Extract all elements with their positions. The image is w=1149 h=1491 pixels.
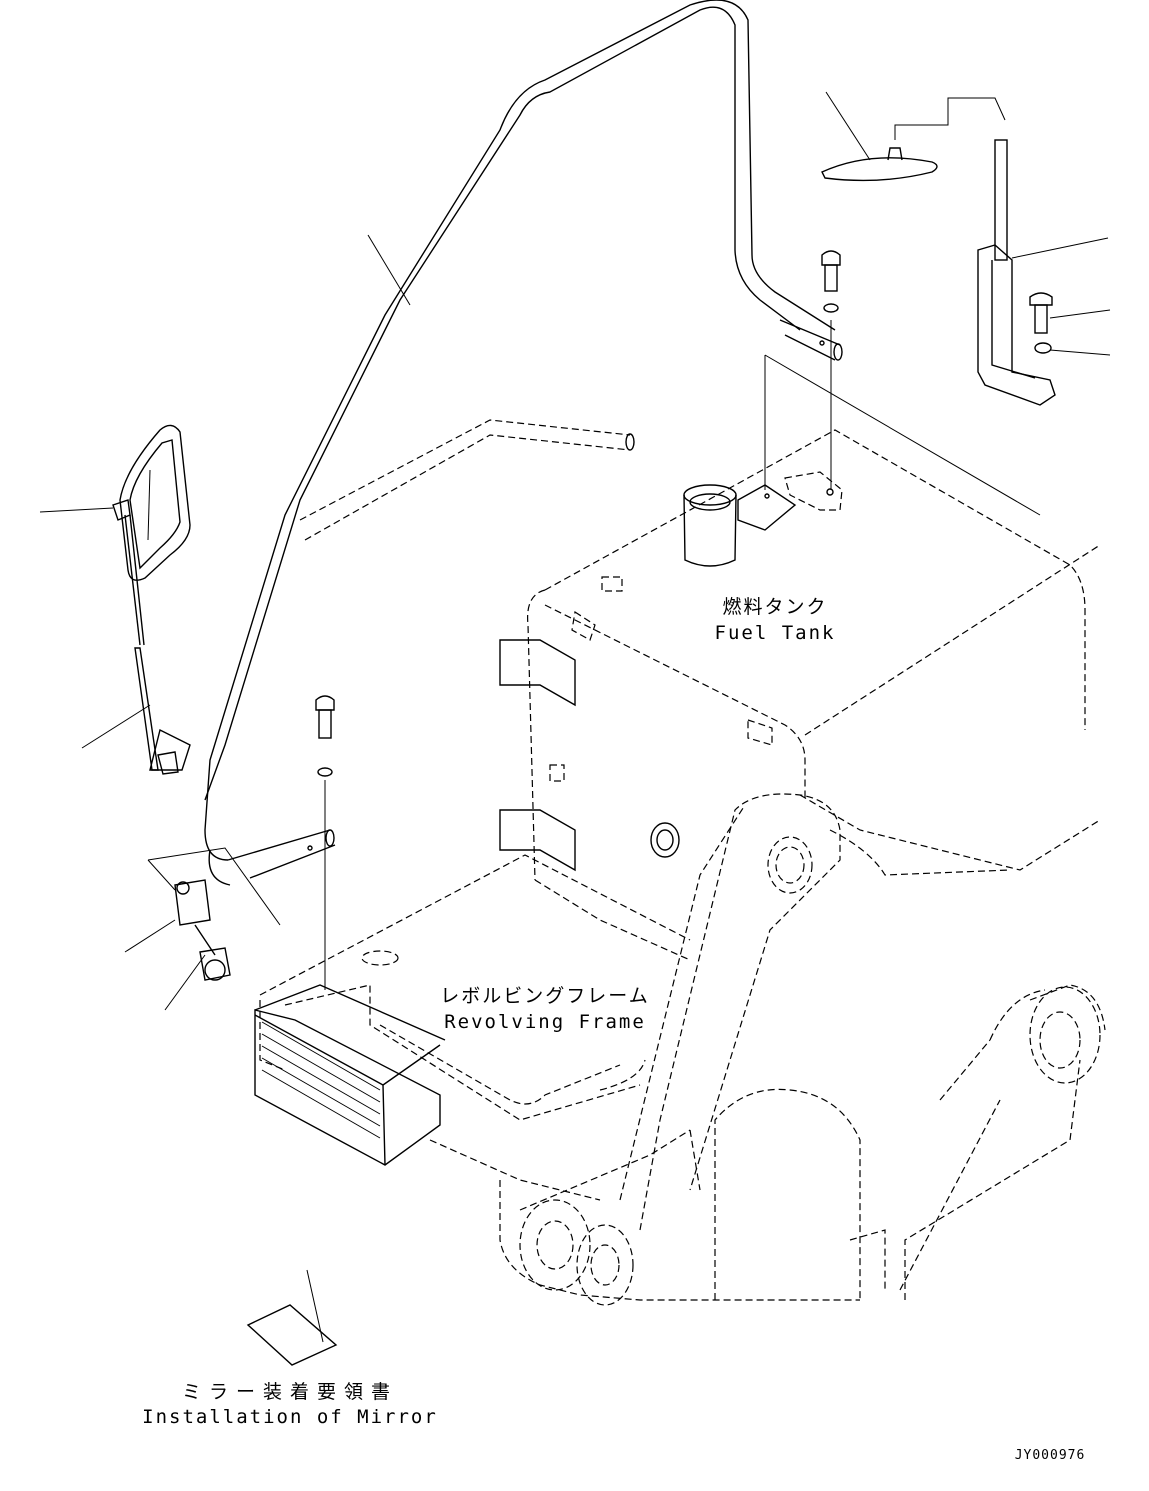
mirror <box>112 424 191 581</box>
leader-lines <box>39 91 1111 1343</box>
bolt-rear <box>764 250 1041 516</box>
mirror-instruction-label-jp: ミラー装着要領書 <box>181 1381 398 1403</box>
mirror-clamp <box>174 879 231 981</box>
boom-foot-bracket <box>519 793 1106 1306</box>
lamp-stay <box>977 139 1056 406</box>
mirror-instruction-label-en: Installation of Mirror <box>142 1406 438 1428</box>
fuel-filler-neck <box>683 471 843 567</box>
bolt-front <box>315 695 335 990</box>
fuel-tank-label-jp: 燃料タンク <box>722 596 828 618</box>
drawing-code: JY000976 <box>1014 1448 1086 1463</box>
instruction-sheet-icon <box>246 1304 338 1366</box>
mirror-stay <box>124 514 191 775</box>
handrail-pipe <box>204 0 843 886</box>
revolving-frame-label-jp: レボルビングフレーム <box>440 985 650 1007</box>
revolving-frame-label-en: Revolving Frame <box>444 1011 646 1033</box>
fuel-tank-label-en: Fuel Tank <box>714 622 836 644</box>
step <box>254 984 446 1166</box>
fuel-tank <box>499 429 1101 961</box>
cross-pipe <box>299 419 635 541</box>
work-lamp <box>821 97 1006 182</box>
